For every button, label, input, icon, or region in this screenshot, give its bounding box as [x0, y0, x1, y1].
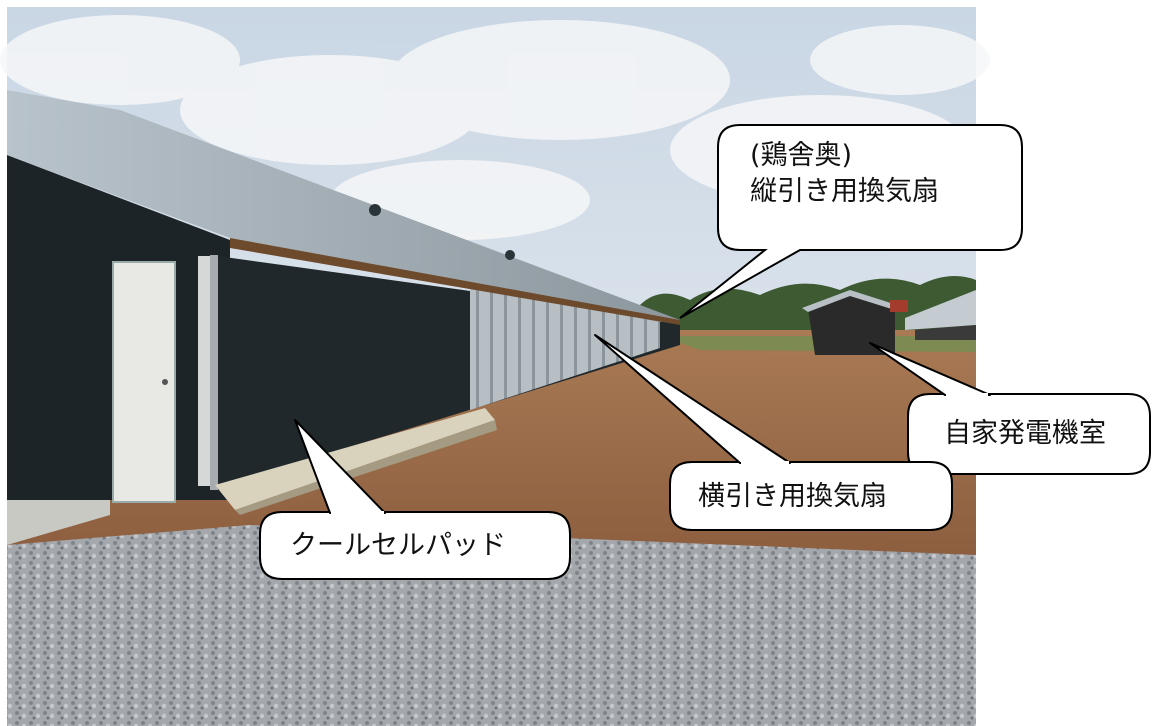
callout-generator-room-text: 自家発電機室	[944, 418, 1106, 449]
roof-edge	[230, 238, 680, 325]
cool-cell-pad-roll	[215, 408, 495, 510]
callout-generator-room	[869, 342, 1151, 475]
side-fan-panels	[470, 288, 660, 410]
callout-cool-cell-pad	[259, 419, 571, 580]
concrete-pad	[7, 500, 110, 545]
roof	[7, 90, 680, 322]
callout-tunnel-fans-text: (鶏舎奥) 縦引き用換気扇	[750, 140, 939, 207]
downspout	[198, 256, 212, 486]
poultry-house	[7, 90, 680, 515]
callout-tunnel-fans	[679, 124, 1023, 319]
gravel	[7, 525, 976, 726]
generator-room	[802, 290, 908, 355]
callout-side-fans-text: 横引き用換気扇	[698, 481, 887, 512]
gutter-frame	[210, 255, 218, 490]
callout-side-fans	[594, 334, 953, 531]
far-barn	[905, 290, 976, 340]
callout-cool-cell-pad-text: クールセルパッド	[290, 530, 506, 561]
clouds	[0, 15, 990, 240]
background-photo	[0, 7, 990, 726]
